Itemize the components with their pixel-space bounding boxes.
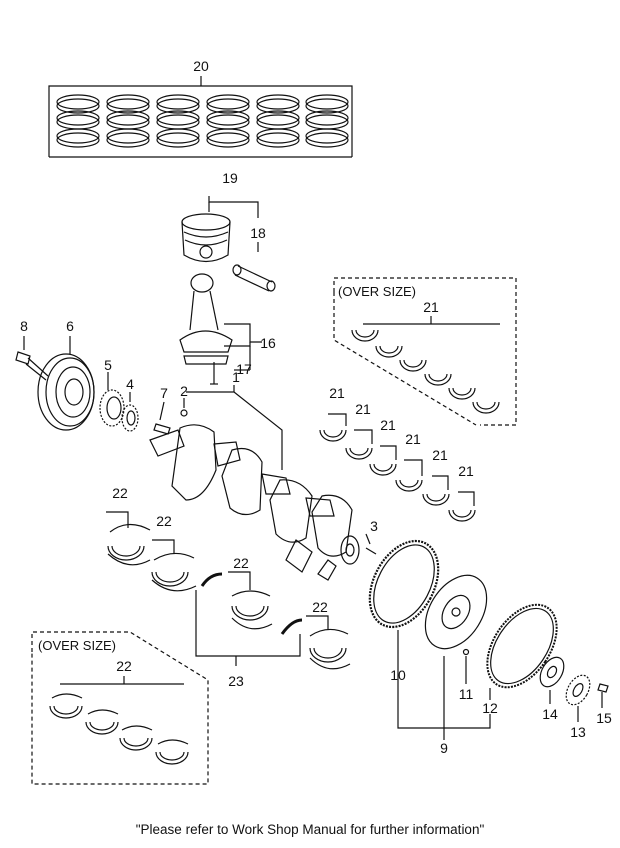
crank-bearing-group-2 [151,539,197,592]
callout-14: 14 [542,706,558,722]
piston-assembly [181,196,276,292]
callout-8: 8 [20,318,28,334]
callout-4: 4 [126,376,134,392]
callout-2: 2 [180,383,188,399]
callout-6: 6 [66,318,74,334]
callout-22-1: 22 [112,485,128,501]
callout-20: 20 [193,58,209,74]
callout-3: 3 [370,518,378,534]
key [153,401,171,435]
piston-pin [232,264,276,292]
callout-12: 12 [482,700,498,716]
callout-22-3: 22 [233,555,249,571]
retainer-plate [565,674,591,722]
callout-21-3: 21 [380,417,396,433]
callout-22-2: 22 [156,513,172,529]
callout-21-2: 21 [355,401,371,417]
callout-21-4: 21 [405,431,421,447]
callout-13: 13 [570,724,586,740]
flywheel-ring-gear [368,539,440,665]
oversize-title-lower: (OVER SIZE) [38,638,116,653]
thrust-washers [195,572,303,666]
crank-bearing-group-1 [106,511,151,566]
oversize-box-upper [333,277,517,426]
callout-17: 17 [236,361,252,377]
piston-rings [56,94,349,148]
callout-labels: 20 19 18 16 17 1 2 7 4 5 6 8 3 21 21 21 … [20,58,612,756]
pin-small [180,398,188,417]
damper-pulley [37,336,95,431]
callout-19: 19 [222,170,238,186]
crank-bearing-group-3 [228,571,273,630]
bearing-shells-oversize-lower [49,693,189,765]
callout-18: 18 [250,225,266,241]
callout-9: 9 [440,740,448,756]
callout-7: 7 [160,385,168,401]
callout-5: 5 [104,357,112,373]
crank-pulley-bolt [15,336,49,381]
drive-plate-bolt [462,648,470,684]
callout-21-5: 21 [432,447,448,463]
callout-15: 15 [596,710,612,726]
washer-ring [121,392,139,432]
piston-ring-set-box [48,76,353,158]
callout-11: 11 [459,686,474,702]
callout-16: 16 [260,335,276,351]
callout-22-4: 22 [312,599,328,615]
flywheel-bolt [597,683,609,708]
callout-21-6: 21 [458,463,474,479]
workshop-manual-note: "Please refer to Work Shop Manual for fu… [135,822,485,837]
crankshaft [149,385,353,581]
connecting-rod [179,273,262,385]
bearing-shells-oversize [351,329,500,414]
crank-bearing-group-4 [306,615,351,670]
oversize-title-upper: (OVER SIZE) [338,284,416,299]
spacer-plate [539,656,565,704]
oversize-box-lower [31,631,209,785]
adapter-ring-gear [486,603,558,700]
callout-23: 23 [228,673,244,689]
callout-1: 1 [232,369,240,385]
main-bearing-shells [319,413,476,522]
piston [181,213,231,263]
callout-21-oversize: 21 [423,299,439,315]
pilot-bearing [340,533,377,565]
timing-sprocket [99,372,125,427]
drive-plate [424,574,488,728]
callout-22-oversize: 22 [116,658,132,674]
callout-21-1: 21 [329,385,345,401]
callout-10: 10 [390,667,406,683]
